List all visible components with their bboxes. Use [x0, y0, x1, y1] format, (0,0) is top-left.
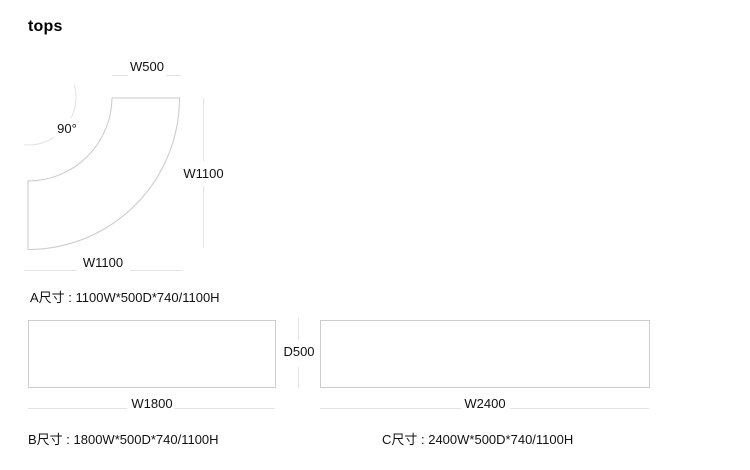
caption-size-b: B尺寸 : 1800W*500D*740/1100H — [28, 432, 219, 447]
dim-label-w1100-right: W1100 — [183, 166, 224, 181]
caption-size-a: A尺寸 : 1100W*500D*740/1100H — [30, 290, 220, 305]
caption-size-c: C尺寸 : 2400W*500D*740/1100H — [382, 432, 574, 447]
dim-label-d500: D500 — [283, 344, 315, 359]
dim-label-w1100-bottom: W1100 — [82, 255, 124, 270]
rect-top-c-outline — [320, 320, 650, 388]
angle-indicator-arc — [23, 84, 77, 146]
dim-label-w500: W500 — [130, 59, 164, 74]
page-title: tops — [28, 18, 63, 35]
angle-label-90deg: 90° — [57, 121, 77, 136]
dim-label-w2400: W2400 — [464, 396, 506, 411]
rect-top-b-outline — [28, 320, 276, 388]
dim-label-w1800: W1800 — [131, 396, 173, 411]
curved-top-outline — [27, 97, 181, 251]
